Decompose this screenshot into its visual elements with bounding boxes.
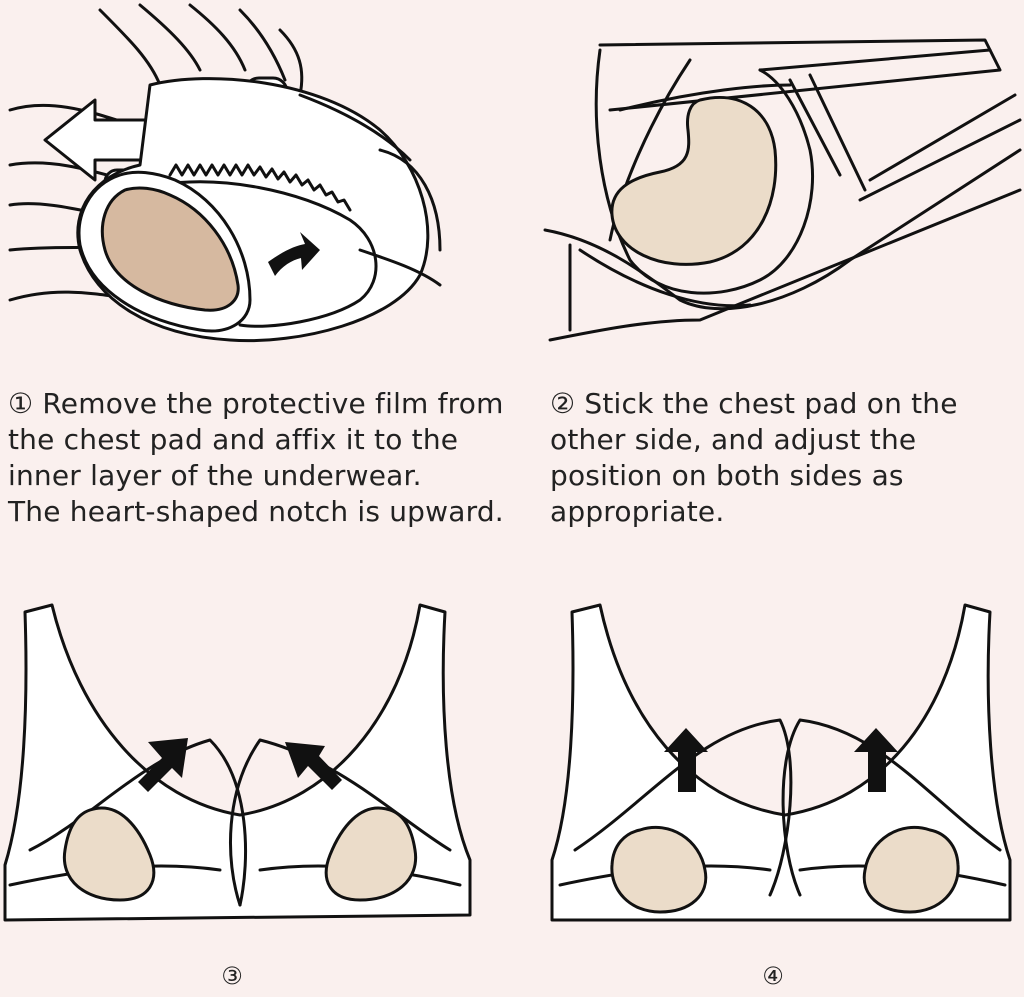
step2-caption-line: position on both sides as — [550, 459, 904, 492]
step1-caption-line: inner layer of the underwear. — [8, 459, 422, 492]
step2-caption-line: appropriate. — [550, 495, 725, 528]
step2-caption-line: ② Stick the chest pad on the — [550, 387, 958, 420]
step4-number: ④ — [762, 962, 784, 990]
step1-caption-line: ① Remove the protective film from — [8, 387, 504, 420]
step1-caption-line: The heart-shaped notch is upward. — [8, 495, 504, 528]
step2-caption: ② Stick the chest pad on the other side,… — [550, 386, 958, 530]
step2-caption-line: other side, and adjust the — [550, 423, 917, 456]
step3-number: ③ — [221, 962, 243, 990]
step1-caption-line: the chest pad and affix it to the — [8, 423, 459, 456]
step1-caption: ① Remove the protective film from the ch… — [8, 386, 504, 530]
